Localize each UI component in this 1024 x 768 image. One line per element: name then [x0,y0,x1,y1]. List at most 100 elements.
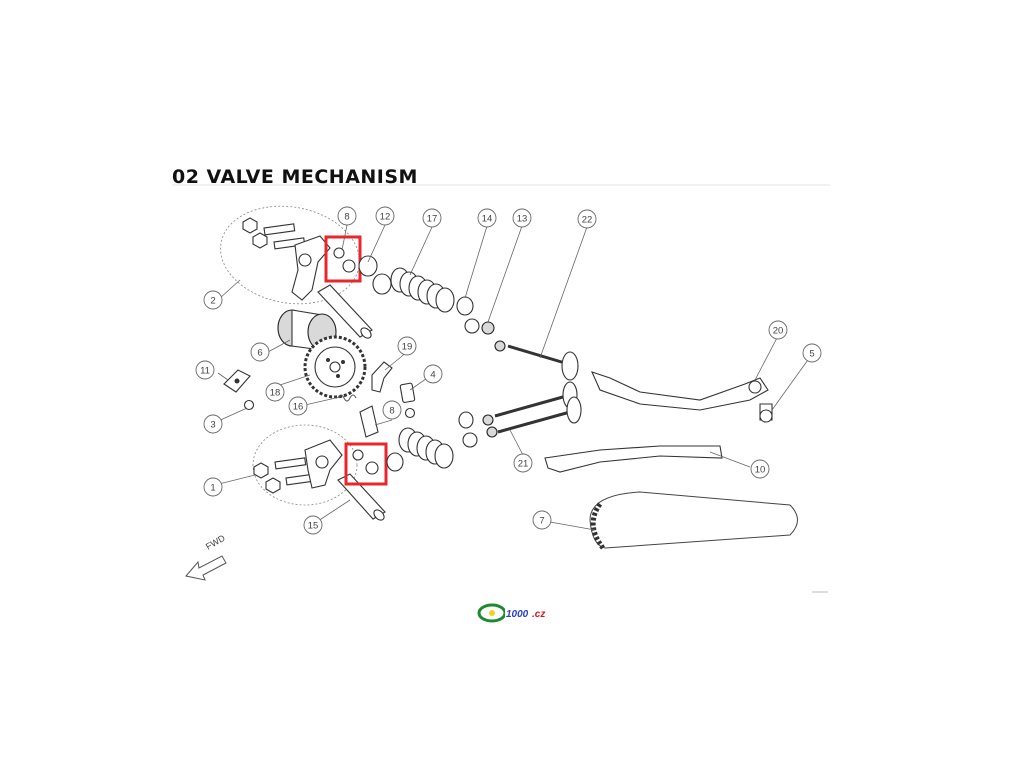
svg-text:12: 12 [380,212,391,223]
spring-seat-icon [372,273,392,295]
callout-1: 1 [203,477,223,497]
lower-rocker-assembly [252,424,386,521]
lever-icon [371,361,393,393]
callout-3: 3 [203,414,223,434]
callout-7: 7 [532,510,552,530]
valve-spring-coil [435,287,455,313]
washer-icon [464,318,480,334]
callout-5: 5 [802,343,822,363]
callout-14: 14 [477,208,497,228]
tensioner-arm-icon [590,371,769,411]
callout-8-top: 8 [337,206,357,226]
logo-wordmark: 1000 [506,609,529,620]
callout-12: 12 [375,206,395,226]
logo-suffix: .cz [532,609,545,620]
washer-icon [462,432,478,448]
callout-18: 18 [265,382,285,402]
callout-4: 4 [423,364,443,384]
svg-text:20: 20 [773,326,784,337]
svg-text:21: 21 [518,459,529,470]
tensioner-pivot-icon [748,380,762,394]
svg-text:8: 8 [344,212,349,223]
bolt-icon [399,382,416,403]
callout-8-bottom: 8 [382,400,402,420]
callout-10: 10 [750,459,770,479]
svg-text:6: 6 [257,348,262,359]
valve-head-icon [561,351,579,381]
upper-rocker-assembly [220,205,373,339]
lower-group-outline [252,424,358,506]
svg-text:18: 18 [270,388,281,399]
callout-15: 15 [303,515,323,535]
leader-line [509,429,524,456]
highlight-box-upper [324,235,362,283]
tensioner-arm [590,371,773,423]
svg-text:7: 7 [539,516,544,527]
logo-dot-icon [489,610,495,616]
nut-icon [242,217,258,234]
leader-line [771,356,811,411]
leader-line [409,226,433,276]
chain-guide-icon [544,445,723,473]
forward-direction-indicator: FWD [185,533,227,581]
diagram-title: 02 VALVE MECHANISM [172,166,418,188]
camshaft-group [277,309,367,399]
spring-clip-icon [337,394,357,402]
leader-line [267,339,291,353]
leader-line [539,226,588,359]
washer-icon [404,407,416,419]
retainer-icon [458,411,474,429]
lower-adjuster-parts [344,442,388,486]
leader-line [341,224,348,251]
bolt-icon [243,399,255,411]
adjuster-nut-icon [333,247,345,259]
leader-line [374,419,393,426]
leader-line [464,225,488,299]
cpi-logo: 1000 .cz [477,603,547,623]
svg-text:11: 11 [200,366,210,377]
leader-line [754,335,779,381]
bolt-hole-icon [336,374,340,378]
leader-line [487,225,523,323]
highlight-box-lower [344,442,388,486]
rocker-arm-icon [291,235,331,301]
svg-text:1: 1 [210,483,215,494]
washer-icon [759,409,773,423]
timing-chain [589,491,798,550]
lower-valve-train [386,381,582,472]
valve-seal-icon [482,414,494,426]
fwd-label: FWD [204,533,227,552]
bolt-hole-icon [341,360,345,364]
valve-stem-icon [494,393,571,418]
bolt-hole-icon [326,358,330,362]
callout-2: 2 [203,290,223,310]
rocker-pivot-icon [298,253,312,267]
leader-line [384,351,408,371]
callout-19: 19 [397,336,417,356]
valve-head-icon [566,396,582,424]
callout-layer: 8 12 17 14 13 22 2 20 5 6 19 11 4 18 16 … [195,206,822,535]
valve-guide-icon [486,426,498,438]
upper-valve-train [358,255,579,381]
callout-21: 21 [513,453,533,473]
chain-links-icon [590,502,606,550]
adjuster-screw-icon [342,259,356,273]
svg-text:17: 17 [427,214,438,225]
svg-text:8: 8 [389,406,394,417]
callout-20: 20 [768,320,788,340]
valve-stem-icon [497,410,571,434]
sprocket-center-icon [329,361,341,373]
shaft-end-icon [373,509,385,521]
shim-icon [386,452,404,472]
small-parts [223,361,416,438]
svg-text:13: 13 [517,214,528,225]
timing-chain-loop-icon [589,491,798,549]
svg-text:16: 16 [293,402,304,413]
valve-seal-icon [481,321,495,335]
leader-line [217,372,229,381]
pin-icon [359,405,379,438]
leader-line [304,396,341,406]
callout-22: 22 [577,209,597,229]
callout-16: 16 [288,396,308,416]
